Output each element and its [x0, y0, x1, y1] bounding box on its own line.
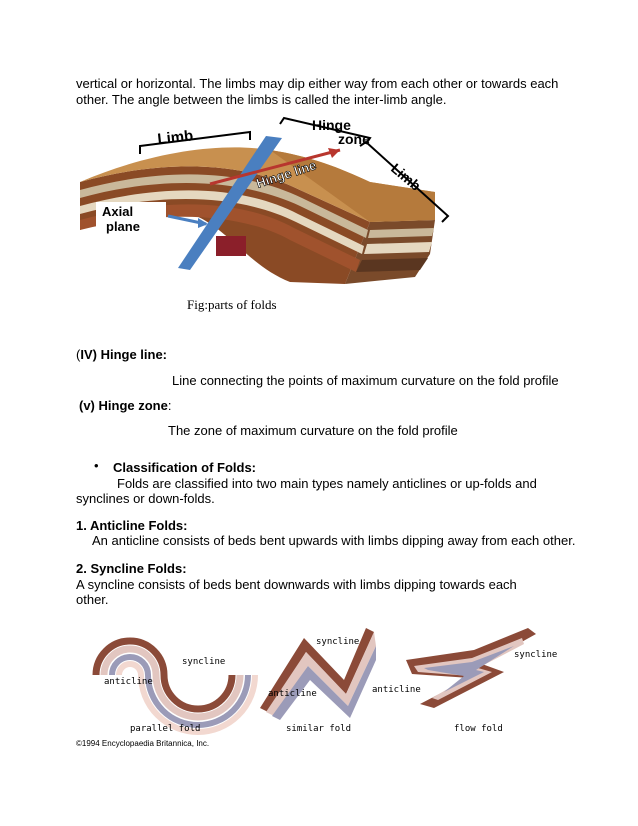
similar-fold-layer-3 — [272, 646, 376, 720]
syncline-heading: 2. Syncline Folds: — [76, 561, 187, 576]
hinge-zone-bracket — [279, 116, 372, 145]
syncline-line-2: other. — [76, 592, 109, 607]
side-layer-2 — [364, 242, 432, 254]
parallel-fold-caption: parallel fold — [130, 724, 200, 734]
parallel-fold-anticline-label: anticline — [104, 677, 153, 687]
intro-paragraph: vertical or horizontal. The limbs may di… — [76, 76, 576, 108]
figure1-caption: Fig:parts of folds — [187, 297, 277, 312]
intro-line-2: other. The angle between the limbs is ca… — [76, 92, 447, 107]
axial-plane-shape — [178, 136, 282, 270]
similar-fold-anticline-label: anticline — [268, 689, 317, 699]
limb-left-bracket — [139, 130, 251, 154]
anticline-heading: 1. Anticline Folds: — [76, 518, 188, 533]
parallel-fold-layer-3 — [109, 654, 251, 728]
parallel-fold-syncline-label: syncline — [182, 657, 225, 667]
similar-fold-layer-1 — [260, 628, 374, 712]
similar-fold-layer-2 — [266, 632, 376, 716]
hinge-zone-text: The zone of maximum curvature on the fol… — [168, 423, 458, 438]
axial-plane-label-box — [96, 202, 166, 236]
classification-heading: Classification of Folds: — [113, 460, 257, 475]
hinge-zone-heading: (v) Hinge zone: — [79, 398, 172, 413]
syncline-line-1: A syncline consists of beds bent downwar… — [76, 577, 517, 592]
similar-fold-panel: syncline anticline similar fold — [260, 628, 376, 734]
copyright-notice: ©1994 Encyclopaedia Britannica, Inc. — [76, 739, 209, 748]
fold-types-diagram: syncline anticline parallel fold synclin… — [76, 628, 557, 748]
similar-fold-caption: similar fold — [286, 724, 351, 734]
anticline-text: An anticline consists of beds bent upwar… — [92, 533, 576, 548]
fold-core-patch — [216, 236, 246, 256]
parallel-fold-panel: syncline anticline parallel fold — [92, 637, 258, 735]
parallel-fold-layer-outer — [92, 637, 236, 713]
flow-fold-layer-3 — [424, 646, 514, 692]
plane-label: plane — [106, 219, 140, 234]
hinge-label: Hinge — [312, 117, 351, 133]
intro-line-1: vertical or horizontal. The limbs may di… — [76, 76, 559, 91]
flow-fold-syncline-label: syncline — [514, 650, 557, 660]
side-layer-3 — [356, 258, 428, 272]
axial-label: Axial — [102, 204, 133, 219]
hinge-line-arrow — [209, 148, 341, 186]
classification-bullet: • — [94, 458, 99, 473]
hinge-line-text: Line connecting the points of maximum cu… — [172, 373, 559, 388]
classification-line-2: synclines or down-folds. — [76, 491, 215, 506]
zone-label: zone — [338, 131, 370, 147]
flow-fold-caption: flow fold — [454, 724, 503, 734]
limb-right-bracket — [359, 140, 450, 223]
axial-plane-pointer-head — [198, 218, 208, 228]
fold-top-right — [270, 150, 435, 222]
hinge-line-arrowhead — [328, 148, 340, 158]
hinge-line-heading: (IV) Hinge line: — [76, 347, 168, 362]
flow-fold-anticline-label: anticline — [372, 685, 421, 695]
parts-of-folds-diagram: Limb Hinge zone Hinge line Limb Axial pl… — [80, 116, 450, 284]
flow-fold-panel: syncline anticline flow fold — [372, 628, 557, 734]
front-layer-1 — [80, 174, 368, 238]
side-layer-1 — [368, 228, 434, 238]
parallel-fold-layer-2 — [100, 645, 244, 721]
limb-left-label: Limb — [157, 127, 194, 148]
parallel-fold-layer-4 — [116, 661, 258, 735]
front-layer-2 — [80, 190, 364, 254]
similar-fold-syncline-label: syncline — [316, 637, 359, 647]
classification-line-1: Folds are classified into two main types… — [117, 476, 537, 491]
